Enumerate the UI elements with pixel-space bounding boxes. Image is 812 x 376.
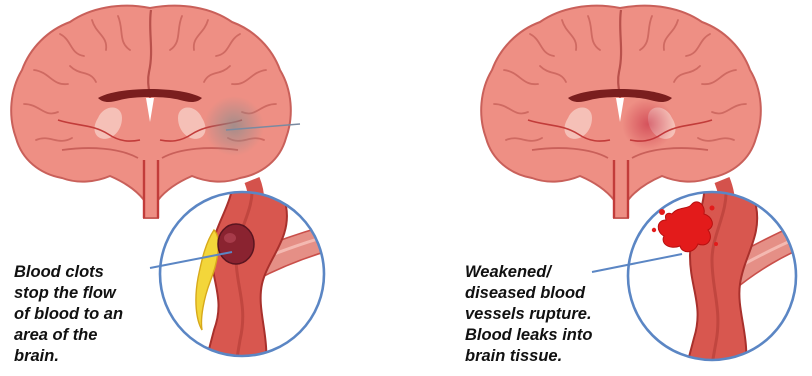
- caption-line: diseased blood: [465, 283, 592, 304]
- caption-line: brain.: [14, 346, 123, 367]
- caption-line: Blood leaks into: [465, 325, 592, 346]
- caption-line: area of the: [14, 325, 123, 346]
- magnified-artery-right: [628, 176, 812, 376]
- ischemic-lesion: [204, 96, 264, 156]
- magnified-artery-left: [160, 176, 346, 376]
- caption-line: stop the flow: [14, 283, 123, 304]
- caption-line: Weakened/: [465, 262, 592, 283]
- caption-line: brain tissue.: [465, 346, 592, 367]
- hemorrhage-lesion: [622, 98, 674, 150]
- blood-clot: [218, 224, 254, 264]
- hemorrhagic-caption: Weakened/ diseased blood vessels rupture…: [465, 262, 592, 367]
- caption-line: vessels rupture.: [465, 304, 592, 325]
- caption-line: of blood to an: [14, 304, 123, 325]
- ischemic-caption: Blood clots stop the flow of blood to an…: [14, 262, 123, 367]
- caption-line: Blood clots: [14, 262, 123, 283]
